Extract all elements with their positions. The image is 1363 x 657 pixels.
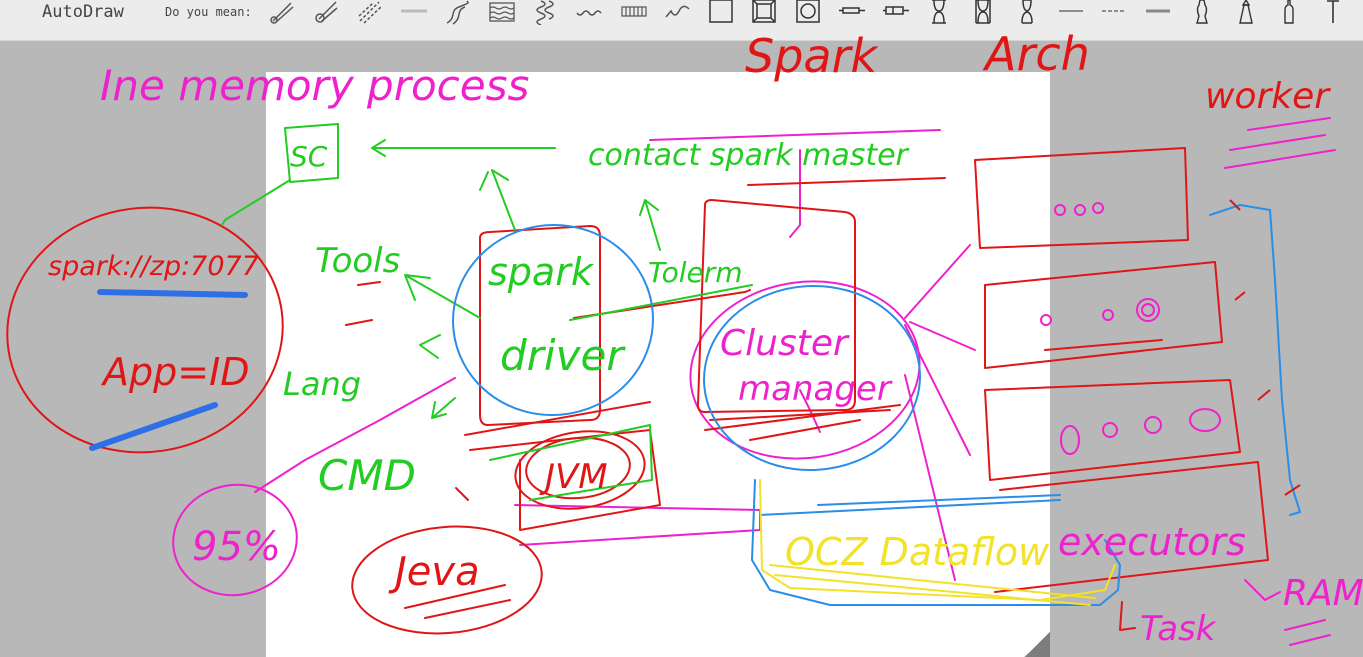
handwriting-spark-url: spark://zp:7077 <box>48 251 259 282</box>
handwriting-executors: executors <box>1058 520 1246 564</box>
handwriting-95pct: 95% <box>192 524 281 570</box>
handwriting-title-spark: Spark <box>745 29 879 83</box>
handwriting-title-left: Ine memory process <box>100 61 529 110</box>
thick-line-icon[interactable] <box>1143 0 1173 25</box>
comet-icon[interactable] <box>311 0 341 25</box>
hourglass-icon[interactable] <box>968 0 998 25</box>
handwriting-lang: Lang <box>283 365 361 403</box>
handwriting-cluster: Cluster <box>720 323 850 364</box>
handwriting-java: Jeva <box>388 549 480 595</box>
handwriting-tolerm: Tolerm <box>648 256 743 289</box>
handwriting-task: Task <box>1140 609 1217 649</box>
handwriting-sc: SC <box>290 140 328 173</box>
handwriting-ocz-dataflow: OCZ Dataflow <box>785 530 1050 574</box>
pencil-stroke-icon[interactable] <box>399 0 429 25</box>
handwriting-worker: worker <box>1205 76 1331 117</box>
comet-icon[interactable] <box>267 0 297 25</box>
squiggle-icon[interactable] <box>531 0 561 25</box>
pen-icon[interactable] <box>837 0 867 25</box>
autodraw-toolbar: AutoDraw Do you mean: <box>0 0 1363 41</box>
handwriting-cmd: CMD <box>318 451 416 500</box>
handwriting-jvm: JVM <box>539 457 608 497</box>
handwriting-ram: RAM <box>1283 573 1363 614</box>
handwriting-spark: spark <box>488 250 595 294</box>
square-frame-icon[interactable] <box>749 0 779 25</box>
app-title[interactable]: AutoDraw <box>42 2 124 22</box>
hourglass-icon[interactable] <box>1012 0 1042 25</box>
line-scribble-icon[interactable] <box>663 0 693 25</box>
dashed-line-icon[interactable] <box>1099 0 1129 25</box>
square-icon[interactable] <box>706 0 736 25</box>
nail-icon[interactable] <box>1318 0 1348 25</box>
handwriting-title-arch: Arch <box>982 27 1090 81</box>
water-waves-icon[interactable] <box>487 0 517 25</box>
grid-band-icon[interactable] <box>619 0 649 25</box>
hourglass-icon[interactable] <box>924 0 954 25</box>
handwriting-driver: driver <box>500 331 626 380</box>
lighthouse-icon[interactable] <box>1231 0 1261 25</box>
page-corner-fold <box>1024 632 1050 657</box>
meteor-icon[interactable] <box>355 0 385 25</box>
suggestion-label: Do you mean: <box>165 5 252 19</box>
grass-icon[interactable] <box>575 0 605 25</box>
bottle-icon[interactable] <box>1274 0 1304 25</box>
handwriting-manager: manager <box>738 369 893 409</box>
syringe-icon[interactable] <box>881 0 911 25</box>
circle-frame-icon[interactable] <box>793 0 823 25</box>
road-icon[interactable] <box>443 0 473 25</box>
handwriting-tools: Tools <box>315 241 400 281</box>
handwriting-app-id: App=ID <box>100 350 250 394</box>
chess-piece-icon[interactable] <box>1187 0 1217 25</box>
handwriting-context: contact spark master <box>588 138 910 173</box>
dash-line-icon[interactable] <box>1056 0 1086 25</box>
